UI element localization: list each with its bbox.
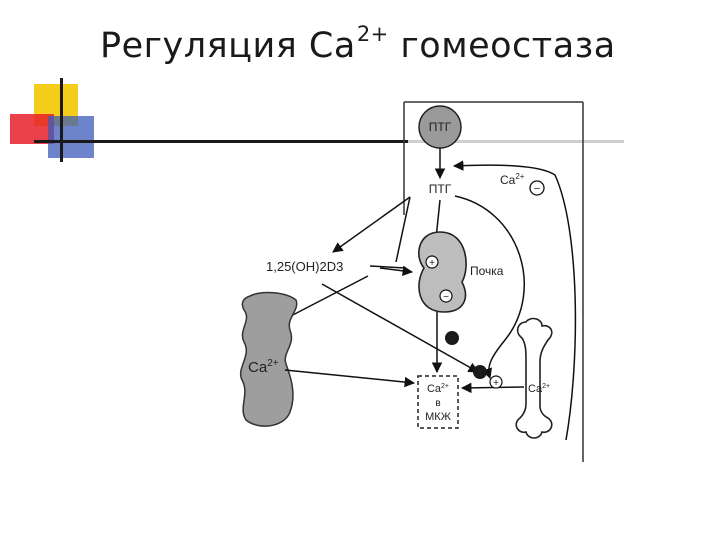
- pth-gland-label: ПТГ: [429, 120, 452, 134]
- pth-hormone-label: ПТГ: [429, 182, 452, 196]
- intestine-ca-label: Ca2+: [248, 358, 279, 376]
- arrow-kidney-to-vitd: [369, 265, 406, 269]
- deco-red-square: [10, 114, 54, 144]
- line-pth-triangle: [395, 196, 411, 263]
- arrow-pth-to-bone: [454, 195, 526, 379]
- decorative-corner-graphic: [10, 78, 624, 162]
- ecf-box: [417, 375, 459, 429]
- arrow-intestine-to-ecf: [284, 369, 416, 388]
- bone-ca-label: Ca2+: [528, 383, 550, 395]
- kidney-minus-sign: −: [443, 292, 449, 303]
- vitamin-d-label: 1,25(OH)2D3: [266, 259, 343, 274]
- kidney-label: Почка: [470, 264, 504, 278]
- arrow-vitd-to-kidney: [379, 265, 414, 277]
- title-main: Регуляция Ca: [100, 26, 356, 66]
- kidney-plus-circle: [425, 255, 439, 269]
- arrow-pth-to-vitd: [332, 196, 411, 253]
- deco-horizontal-rule-fade: [408, 140, 624, 143]
- feedback-minus-sign: −: [534, 183, 540, 195]
- arrow-ca-feedback: [452, 160, 577, 441]
- kidney-plus-sign: +: [429, 258, 435, 269]
- ecf-line-1: Ca2+: [427, 383, 449, 395]
- marker-1-label: 1: [477, 368, 483, 379]
- bone-shape: [515, 317, 553, 439]
- kidney-shape: [418, 231, 467, 313]
- bone-plus-sign: +: [493, 378, 499, 389]
- deco-vertical-bar: [60, 78, 63, 162]
- slide-title: Регуляция Ca2+ гомеостаза: [100, 22, 616, 66]
- marker-1-circle: [473, 365, 487, 379]
- title-superscript: 2+: [356, 22, 389, 46]
- kidney-minus-circle: [439, 289, 453, 303]
- bone-plus-circle: [489, 375, 503, 389]
- intestine-shape: [239, 291, 298, 427]
- arrow-vitd-to-ecf: [321, 283, 479, 373]
- deco-horizontal-rule: [34, 140, 408, 143]
- feedback-minus-circle: [529, 180, 545, 196]
- marker-2-circle: [445, 331, 459, 345]
- ecf-line-3: МКЖ: [425, 411, 451, 423]
- marker-2-label: 2: [449, 334, 455, 345]
- title-tail: гомеостаза: [388, 26, 616, 66]
- ecf-line-2: в: [435, 398, 440, 409]
- ca-feedback-label: Ca2+: [500, 172, 525, 187]
- deco-blue-square: [48, 116, 94, 158]
